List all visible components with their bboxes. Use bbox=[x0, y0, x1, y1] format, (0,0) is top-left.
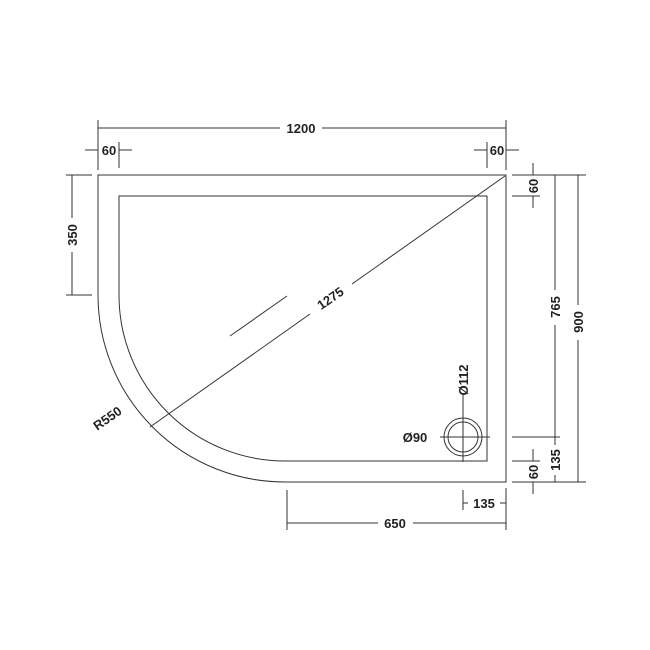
dim-waste-from-right: 135 bbox=[473, 496, 495, 511]
dim-waste-outer: Ø112 bbox=[456, 364, 471, 395]
tray-outline bbox=[97, 174, 507, 483]
dim-right-rim: 60 bbox=[490, 143, 504, 158]
dim-radius: R550 bbox=[90, 403, 124, 433]
dim-diagonal: 1275 bbox=[314, 284, 346, 313]
waste-icon bbox=[440, 395, 490, 462]
dim-left-rim: 60 bbox=[102, 143, 116, 158]
dim-waste-inner: Ø90 bbox=[403, 430, 428, 445]
dim-waste-from-top: 765 bbox=[548, 296, 563, 318]
dim-overall-depth: 900 bbox=[571, 311, 586, 333]
dim-waste-from-bottom: 135 bbox=[548, 449, 563, 471]
dim-overall-width: 1200 bbox=[287, 121, 316, 136]
dim-top-rim: 60 bbox=[526, 179, 541, 193]
dim-straight-side: 350 bbox=[65, 224, 80, 246]
dim-bottom-rim: 60 bbox=[526, 465, 541, 479]
dim-straight-bottom: 650 bbox=[384, 516, 406, 531]
